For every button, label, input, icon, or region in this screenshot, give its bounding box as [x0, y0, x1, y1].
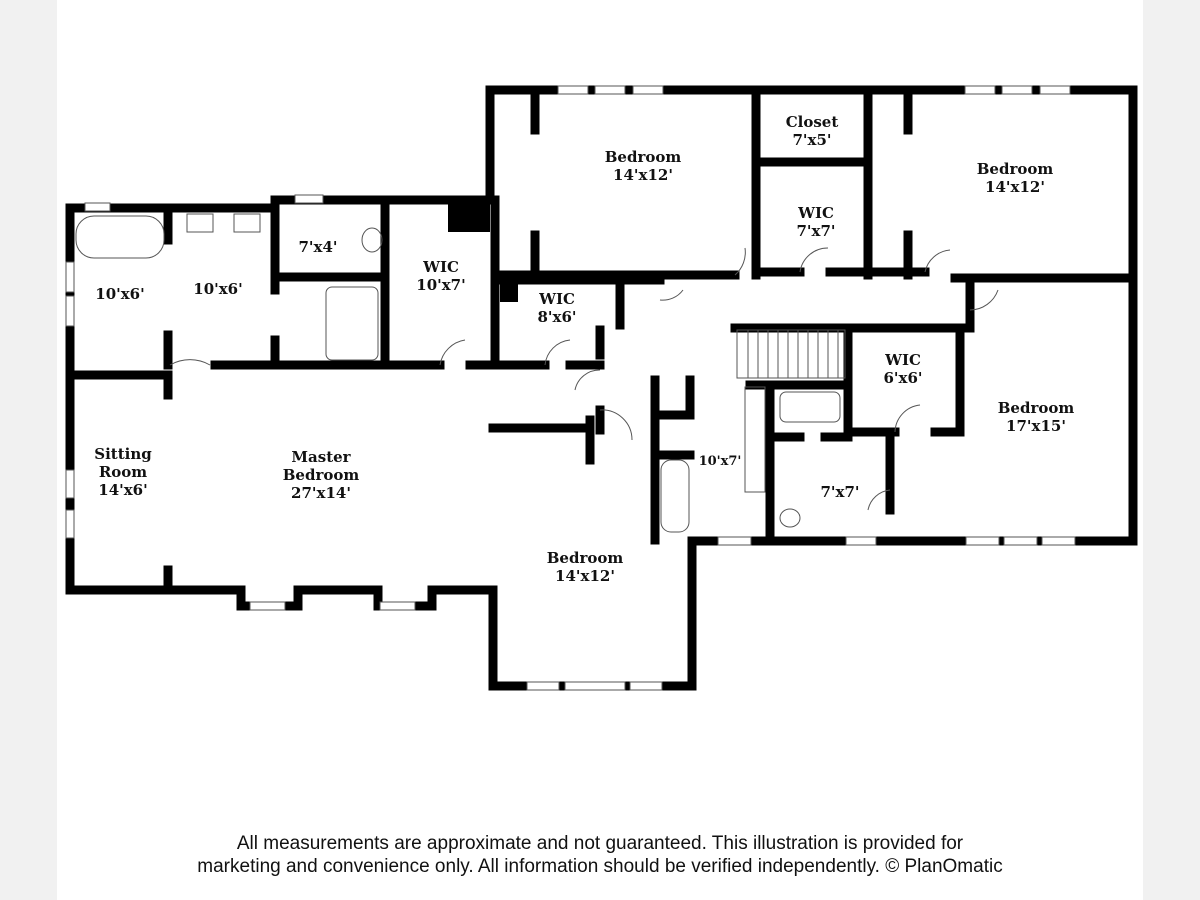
room-size: 14'x12' — [613, 166, 673, 184]
interior-wall — [270, 200, 390, 370]
room-size: 7'x7' — [820, 483, 859, 501]
windows — [65, 85, 1076, 691]
room-size: 7'x7' — [796, 222, 835, 240]
interior-wall — [163, 200, 280, 590]
room-size: 14'x6' — [98, 481, 147, 499]
room-size: 10'x7' — [699, 454, 742, 469]
room-size: 8'x6' — [537, 308, 576, 326]
toilet-right — [779, 508, 801, 528]
room-size: 27'x14' — [291, 484, 351, 502]
disclaimer: All measurements are approximate and not… — [0, 832, 1200, 878]
room-name: Closet — [786, 113, 839, 131]
disclaimer-line-2: marketing and convenience only. All info… — [197, 856, 1003, 877]
room-size: 6'x6' — [883, 369, 922, 387]
room-labels: 10'x6' 10'x6' 7'x4' WIC 10'x7' WIC 8'x6'… — [94, 113, 1074, 585]
room-name: Bedroom — [605, 148, 682, 166]
interior-wall — [488, 325, 605, 465]
room-size: 10'x7' — [416, 276, 465, 294]
walls — [65, 85, 1138, 691]
interior-wall — [490, 195, 665, 370]
stair-treads — [747, 330, 839, 378]
disclaimer-line-1: All measurements are approximate and not… — [236, 833, 964, 854]
interior-wall — [65, 360, 605, 380]
vanity-hall — [744, 386, 766, 493]
room-size: 17'x15' — [1006, 417, 1066, 435]
fixtures — [75, 213, 999, 533]
room-size: 7'x5' — [792, 131, 831, 149]
shower — [325, 286, 379, 361]
stairs — [736, 329, 846, 379]
room-size: 7'x4' — [298, 238, 337, 256]
door-swings — [169, 247, 999, 511]
interior-wall — [490, 90, 1138, 283]
room-name: WIC — [422, 258, 459, 276]
interior-wall — [745, 380, 853, 545]
shower-right — [779, 391, 841, 423]
chimney-block — [448, 200, 490, 232]
room-name: Sitting — [94, 445, 152, 463]
bathtub-left — [75, 215, 165, 259]
page-sheet — [57, 0, 1143, 900]
room-name: Room — [99, 463, 147, 481]
room-name: Bedroom — [998, 399, 1075, 417]
room-name: Master — [291, 448, 351, 466]
room-size: 10'x6' — [95, 285, 144, 303]
room-name: Bedroom — [977, 160, 1054, 178]
interior-wall — [650, 375, 695, 545]
room-size: 14'x12' — [555, 567, 615, 585]
column-block — [500, 280, 518, 302]
room-size: 14'x12' — [985, 178, 1045, 196]
room-name: Bedroom — [283, 466, 360, 484]
outer-wall — [65, 85, 1138, 691]
toilet-wc — [361, 227, 383, 253]
sink-right — [233, 213, 261, 233]
room-name: WIC — [797, 204, 834, 222]
room-name: WIC — [538, 290, 575, 308]
room-size: 10'x6' — [193, 280, 242, 298]
room-name: WIC — [884, 351, 921, 369]
room-name: Bedroom — [547, 549, 624, 567]
tub-hall — [660, 459, 690, 533]
sink-left — [186, 213, 214, 233]
